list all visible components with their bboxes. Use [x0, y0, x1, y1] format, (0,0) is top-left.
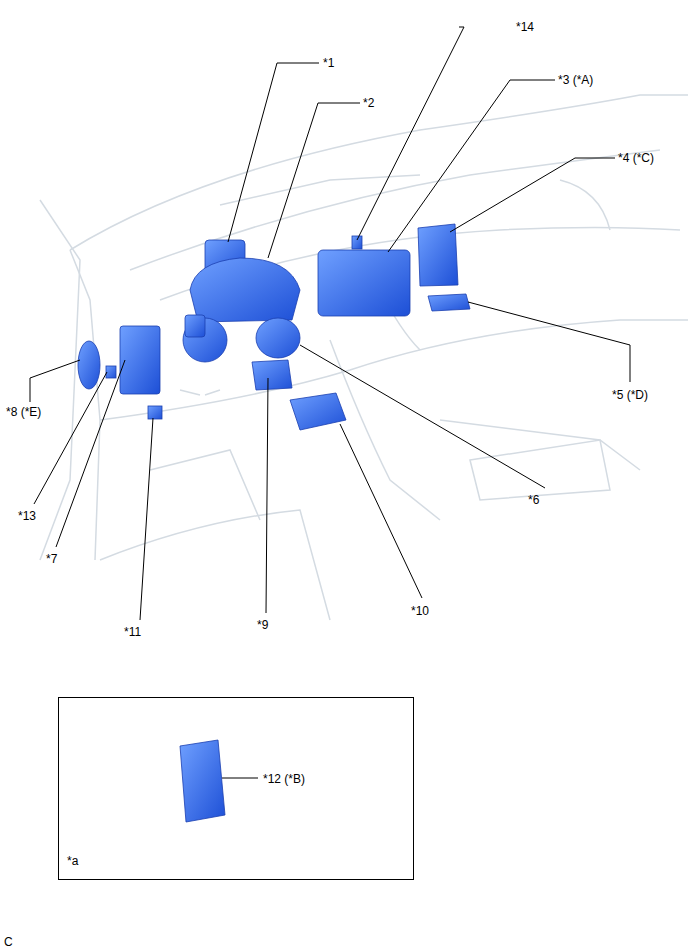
callout-number: *10 [411, 604, 429, 618]
callout-number: *2 [363, 96, 374, 110]
callout-number: *8 (*E) [6, 405, 41, 419]
callout-number: *11 [124, 625, 141, 639]
inset-box: *12 (*B) *a [58, 697, 414, 880]
callout-number: *7 [46, 552, 57, 566]
callout-number: *13 [18, 509, 36, 523]
callout-number: *9 [257, 618, 268, 632]
callout-number: C [4, 935, 13, 949]
callout-number: *1 [323, 56, 334, 70]
callout-number: *12 (*B) [263, 772, 305, 786]
callout-number: *3 (*A) [558, 73, 593, 87]
callout-number: *5 (*D) [612, 388, 648, 402]
callout-number: *6 [528, 493, 539, 507]
callout-number: *14 [516, 20, 534, 34]
inset-label: *a [67, 854, 78, 868]
callout-number: *4 (*C) [618, 151, 654, 165]
